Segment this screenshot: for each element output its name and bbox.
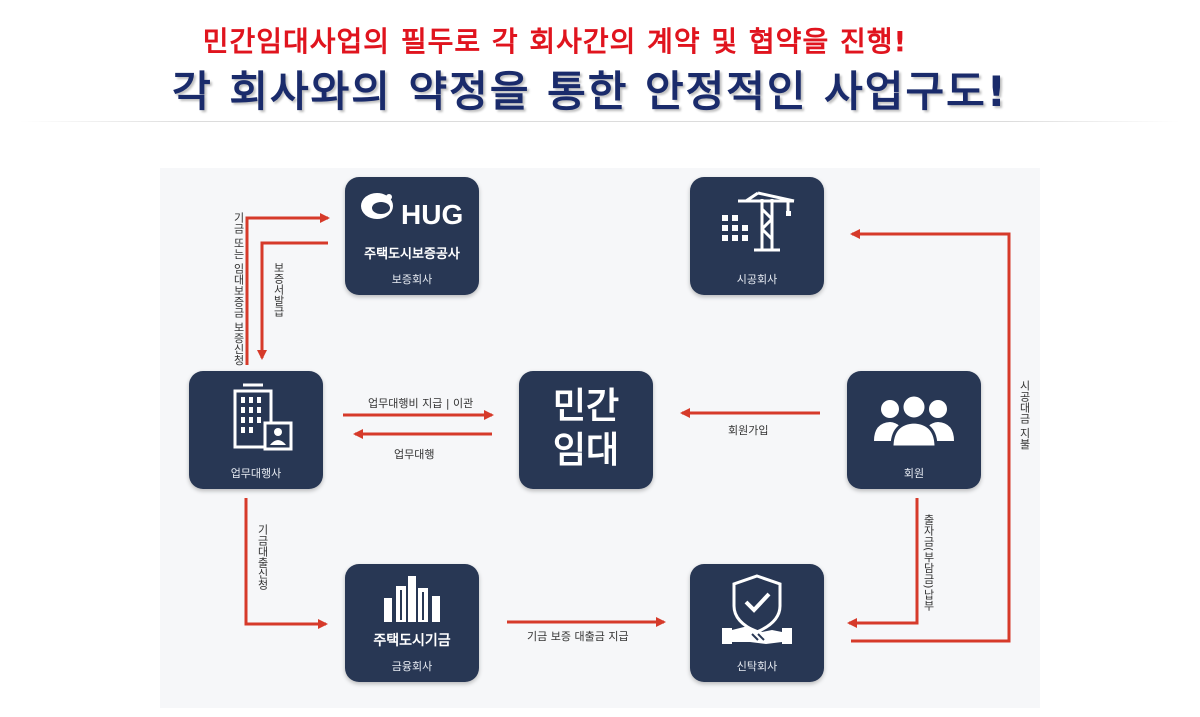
label-fund-loan-request: 기금대출신청	[256, 524, 269, 590]
node-hug-name: 주택도시보증공사	[364, 247, 460, 262]
arrow-fund-loan-request	[244, 498, 328, 629]
label-service-fee: 업무대행비 지급 | 이관	[368, 397, 474, 410]
node-financial-company: 주택도시기금 금융회사	[345, 564, 479, 682]
label-guarantee-request: 기금 또는 임대보증금 보증신청	[232, 212, 245, 366]
node-construction-caption: 시공회사	[736, 273, 778, 286]
node-private-rental: 민간 임대	[519, 371, 653, 489]
node-members: 회원	[847, 371, 981, 489]
node-fund-caption: 금융회사	[391, 660, 433, 673]
arrow-construction-payment	[850, 229, 1011, 643]
node-guarantee-company: HUG 주택도시보증공사 보증회사	[345, 177, 479, 295]
crane-icon	[722, 191, 795, 252]
office-building-icon	[233, 383, 293, 451]
hug-logo-icon	[361, 193, 393, 219]
node-fund-name: 주택도시기금	[373, 633, 451, 649]
header-subtitle: 민간임대사업의 필두로 각 회사간의 계약 및 협약을 진행!	[202, 25, 908, 58]
label-construction-payment: 시공대금 지불	[1018, 380, 1031, 450]
header-title: 각 회사와의 약정을 통한 안정적인 사업구도!	[172, 67, 1008, 116]
node-agency: 업무대행사	[189, 371, 323, 489]
node-trust-caption: 신탁회사	[736, 660, 778, 673]
label-contribution: 출자금(부담금)납부	[922, 514, 935, 611]
node-trust-company: 신탁회사	[690, 564, 824, 682]
arrow-guarantee-issue	[257, 241, 328, 360]
label-member-join: 회원가입	[728, 424, 769, 437]
node-hug-caption: 보증회사	[391, 273, 433, 286]
node-construction-company: 시공회사	[690, 177, 824, 295]
arrow-contribution	[847, 498, 919, 628]
city-buildings-icon	[384, 576, 440, 622]
shield-handshake-icon	[722, 574, 792, 644]
group-people-icon	[874, 393, 954, 449]
arrow-guarantee-request	[245, 213, 330, 365]
hug-logo-text: HUG	[401, 199, 464, 230]
label-guarantee-issue: 보증서발급	[272, 262, 285, 317]
center-line2: 임대	[552, 430, 620, 471]
label-loan-payment: 기금 보증 대출금 지급	[527, 630, 629, 643]
node-agency-caption: 업무대행사	[230, 467, 282, 480]
header-divider	[20, 121, 1180, 122]
label-service-work: 업무대행	[394, 448, 435, 461]
node-members-caption: 회원	[903, 467, 925, 480]
center-line1: 민간	[552, 386, 620, 427]
